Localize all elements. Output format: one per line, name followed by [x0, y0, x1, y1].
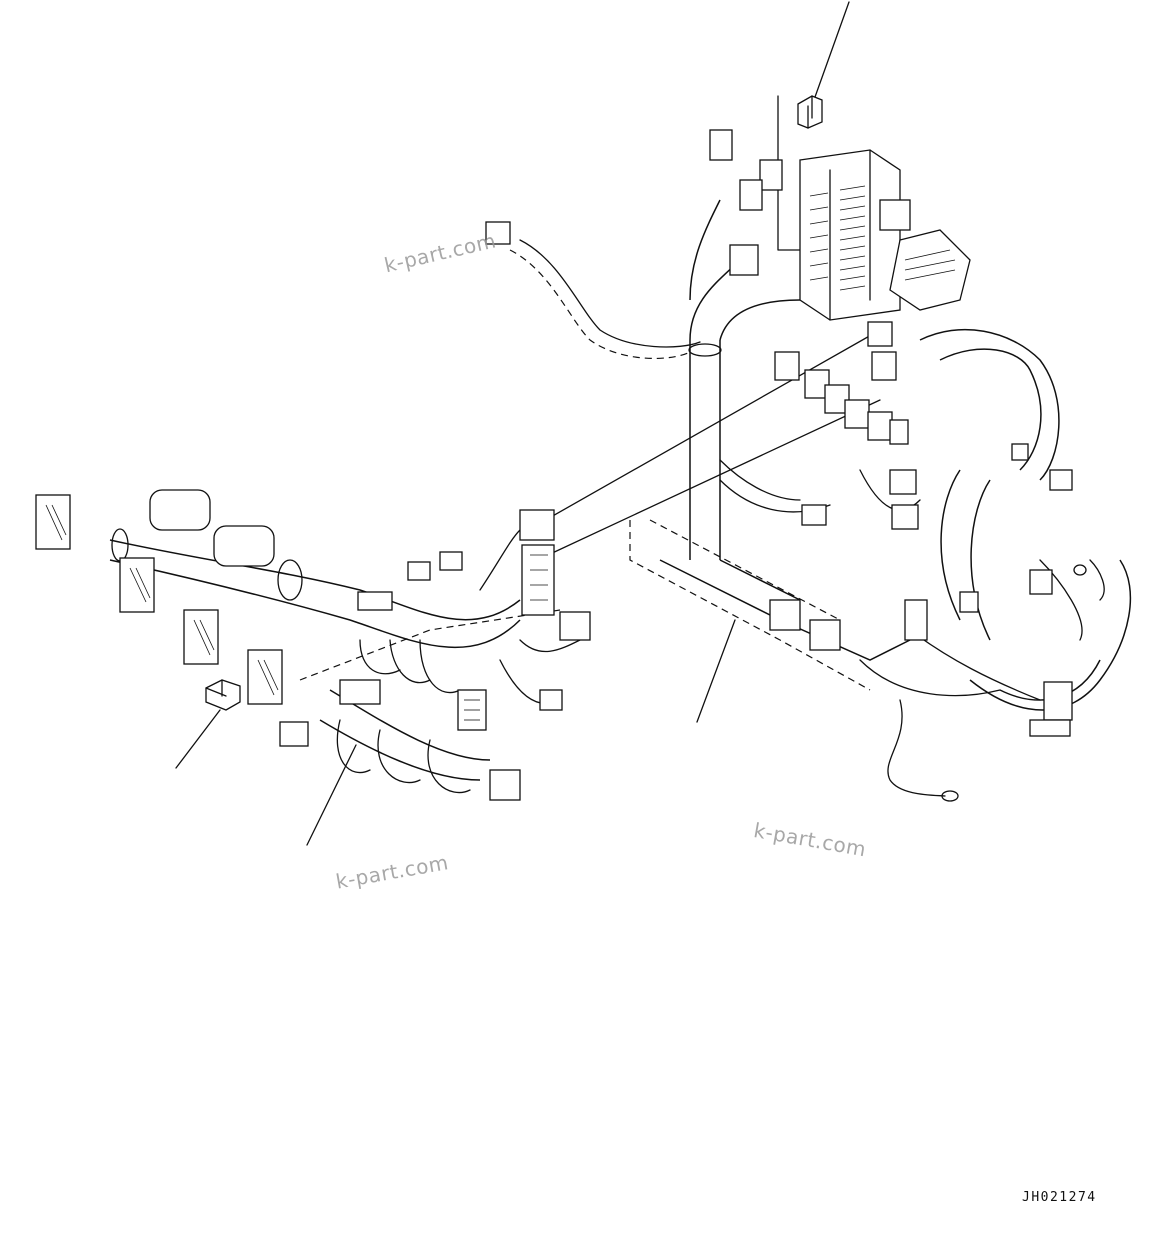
left-connectors	[35, 489, 591, 801]
relay-group	[485, 221, 1073, 737]
fuse-box	[709, 129, 971, 321]
main-harness-left	[109, 528, 581, 794]
connector-hatching	[45, 504, 548, 721]
loose-connector-top	[797, 95, 823, 129]
loose-connector-left	[205, 679, 241, 711]
leader-lines	[175, 1, 881, 846]
drawing-code: JH021274	[1022, 1190, 1097, 1205]
